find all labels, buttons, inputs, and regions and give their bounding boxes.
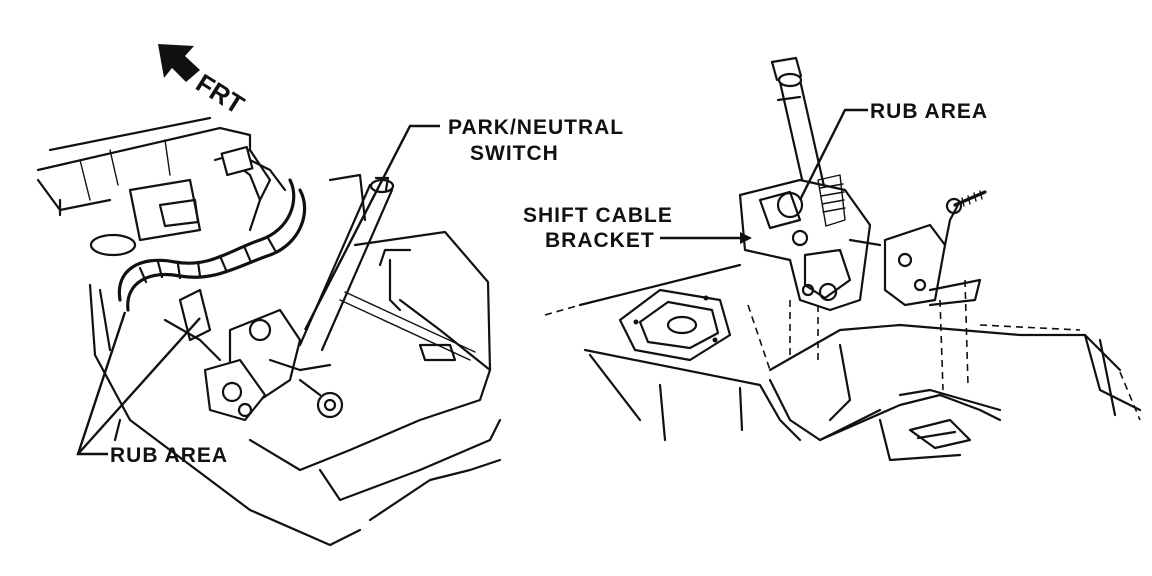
shift-cable-bracket-label-line1: SHIFT CABLE (523, 204, 673, 227)
floor-console-drawing (544, 263, 1142, 462)
right-view: RUB AREA SHIFT CABLE BRACKET (523, 56, 1142, 462)
park-neutral-switch-label-line2: SWITCH (470, 142, 559, 165)
console-body-drawing (36, 116, 502, 547)
left-rub-area-label: RUB AREA (110, 444, 228, 467)
floor-plate-drawing (618, 288, 732, 362)
left-callouts: PARK/NEUTRAL SWITCH RUB AREA (76, 116, 624, 467)
park-neutral-switch-drawing (163, 288, 476, 422)
right-rub-area-label: RUB AREA (870, 100, 988, 123)
right-callouts: RUB AREA SHIFT CABLE BRACKET (523, 100, 988, 252)
front-direction-indicator: FRT (158, 44, 250, 120)
right-rub-area-leader-line (798, 108, 868, 201)
left-shifter-column (298, 176, 395, 352)
install-guide-lines (747, 279, 969, 391)
front-direction-label: FRT (191, 68, 250, 120)
park-neutral-switch-label-line1: PARK/NEUTRAL (448, 116, 624, 139)
left-view: FRT (36, 44, 624, 547)
arrow-up-left-icon (158, 44, 200, 82)
park-neutral-leader-line (303, 124, 440, 331)
wiring-harness-drawing (117, 145, 307, 312)
shift-cable-bracket-label-line2: BRACKET (545, 229, 655, 252)
shift-mechanism-drawing (738, 174, 987, 312)
